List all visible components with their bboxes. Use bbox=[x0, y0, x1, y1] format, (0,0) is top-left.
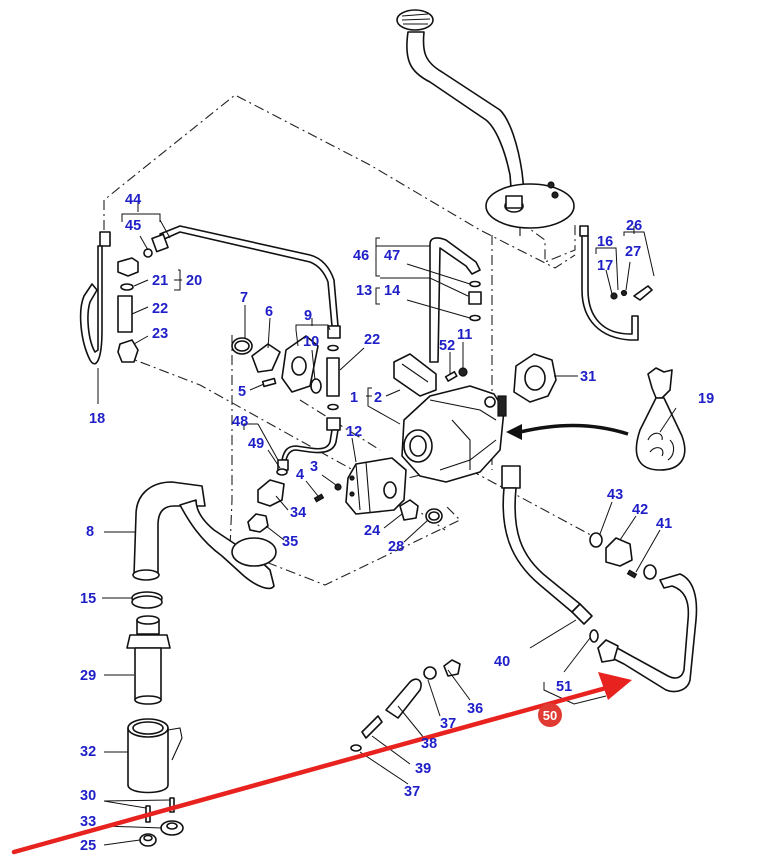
callout-17[interactable]: 17 bbox=[597, 258, 613, 274]
callout-20[interactable]: 20 bbox=[186, 273, 202, 289]
callout-48[interactable]: 48 bbox=[232, 414, 248, 430]
filter-parts bbox=[126, 591, 171, 705]
callout-23[interactable]: 23 bbox=[152, 326, 168, 342]
callout-44[interactable]: 44 bbox=[125, 192, 141, 208]
callout-41[interactable]: 41 bbox=[656, 516, 672, 532]
callout-16[interactable]: 16 bbox=[597, 234, 613, 250]
callout-5[interactable]: 5 bbox=[238, 384, 246, 400]
callout-51[interactable]: 51 bbox=[556, 679, 572, 695]
pipe-44 bbox=[143, 225, 341, 339]
installation-arrow bbox=[506, 423, 629, 440]
gear-pump-12 bbox=[345, 457, 407, 515]
oil-filler-tube bbox=[396, 9, 575, 236]
suction-hose-8 bbox=[132, 481, 277, 590]
callout-19[interactable]: 19 bbox=[698, 391, 714, 407]
right-fittings bbox=[589, 532, 657, 580]
callout-29[interactable]: 29 bbox=[80, 668, 96, 684]
callout-22-center[interactable]: 22 bbox=[364, 332, 380, 348]
callout-33[interactable]: 33 bbox=[80, 814, 96, 830]
callout-4[interactable]: 4 bbox=[296, 467, 304, 483]
callout-21[interactable]: 21 bbox=[152, 273, 168, 289]
hose-40 bbox=[501, 465, 599, 643]
callout-37-upper[interactable]: 37 bbox=[440, 716, 456, 732]
callout-11[interactable]: 11 bbox=[457, 327, 472, 343]
callout-42[interactable]: 42 bbox=[632, 502, 648, 518]
hose-26 bbox=[579, 225, 653, 341]
callout-1[interactable]: 1 bbox=[350, 390, 358, 406]
pipe-46 bbox=[429, 237, 482, 363]
callout-43[interactable]: 43 bbox=[607, 487, 623, 503]
callout-8[interactable]: 8 bbox=[86, 524, 94, 540]
callout-2[interactable]: 2 bbox=[374, 390, 382, 406]
callout-47[interactable]: 47 bbox=[384, 248, 400, 264]
callout-22-left[interactable]: 22 bbox=[152, 301, 168, 317]
highlight-badge-50[interactable]: 50 bbox=[538, 703, 562, 727]
callout-34[interactable]: 34 bbox=[290, 505, 306, 521]
callout-24[interactable]: 24 bbox=[364, 523, 380, 539]
callout-35[interactable]: 35 bbox=[282, 534, 298, 550]
callout-10[interactable]: 10 bbox=[303, 334, 319, 350]
leader-lines bbox=[102, 202, 677, 846]
callout-6[interactable]: 6 bbox=[265, 304, 273, 320]
callout-38[interactable]: 38 bbox=[421, 736, 437, 752]
callout-14[interactable]: 14 bbox=[384, 283, 400, 299]
pipe-50 bbox=[597, 573, 698, 693]
callout-49[interactable]: 49 bbox=[248, 436, 264, 452]
callout-36[interactable]: 36 bbox=[467, 701, 483, 717]
parts-bag-19 bbox=[635, 367, 686, 471]
small-fittings bbox=[247, 479, 342, 533]
callout-32[interactable]: 32 bbox=[80, 744, 96, 760]
fitting-stack-left bbox=[117, 257, 139, 363]
callout-18[interactable]: 18 bbox=[89, 411, 105, 427]
filter-bowl-32 bbox=[127, 718, 183, 794]
callout-52[interactable]: 52 bbox=[439, 338, 455, 354]
callout-46[interactable]: 46 bbox=[353, 248, 369, 264]
callout-28[interactable]: 28 bbox=[388, 539, 404, 555]
pump-fittings bbox=[399, 499, 443, 524]
badge-circle bbox=[538, 703, 562, 727]
callout-37-lower[interactable]: 37 bbox=[404, 784, 420, 800]
callout-7[interactable]: 7 bbox=[240, 290, 248, 306]
callout-15[interactable]: 15 bbox=[80, 591, 96, 607]
hose-18 bbox=[79, 231, 111, 404]
callout-40[interactable]: 40 bbox=[494, 654, 510, 670]
badge-label: 50 bbox=[543, 708, 557, 723]
callout-25[interactable]: 25 bbox=[80, 838, 96, 854]
hydraulic-pump-1 bbox=[401, 385, 507, 483]
callout-13[interactable]: 13 bbox=[356, 283, 372, 299]
drain-parts bbox=[350, 659, 461, 752]
callout-30[interactable]: 30 bbox=[80, 788, 96, 804]
callout-labels: 44 45 21 20 22 23 18 7 6 9 10 22 5 1 2 4… bbox=[80, 192, 714, 854]
highlight-arrow bbox=[11, 672, 632, 855]
callout-45[interactable]: 45 bbox=[125, 218, 141, 234]
callout-12[interactable]: 12 bbox=[346, 424, 362, 440]
fitting-stack-center bbox=[326, 344, 340, 411]
gasket-31 bbox=[513, 353, 557, 403]
pipe-48 bbox=[276, 417, 341, 476]
callout-39[interactable]: 39 bbox=[415, 761, 431, 777]
assembly-boundary-lines bbox=[103, 94, 601, 586]
flange-parts bbox=[231, 335, 322, 394]
callout-27[interactable]: 27 bbox=[625, 244, 641, 260]
callout-9[interactable]: 9 bbox=[304, 308, 312, 324]
callout-26[interactable]: 26 bbox=[626, 218, 642, 234]
callout-3[interactable]: 3 bbox=[310, 459, 318, 475]
callout-31[interactable]: 31 bbox=[580, 369, 596, 385]
